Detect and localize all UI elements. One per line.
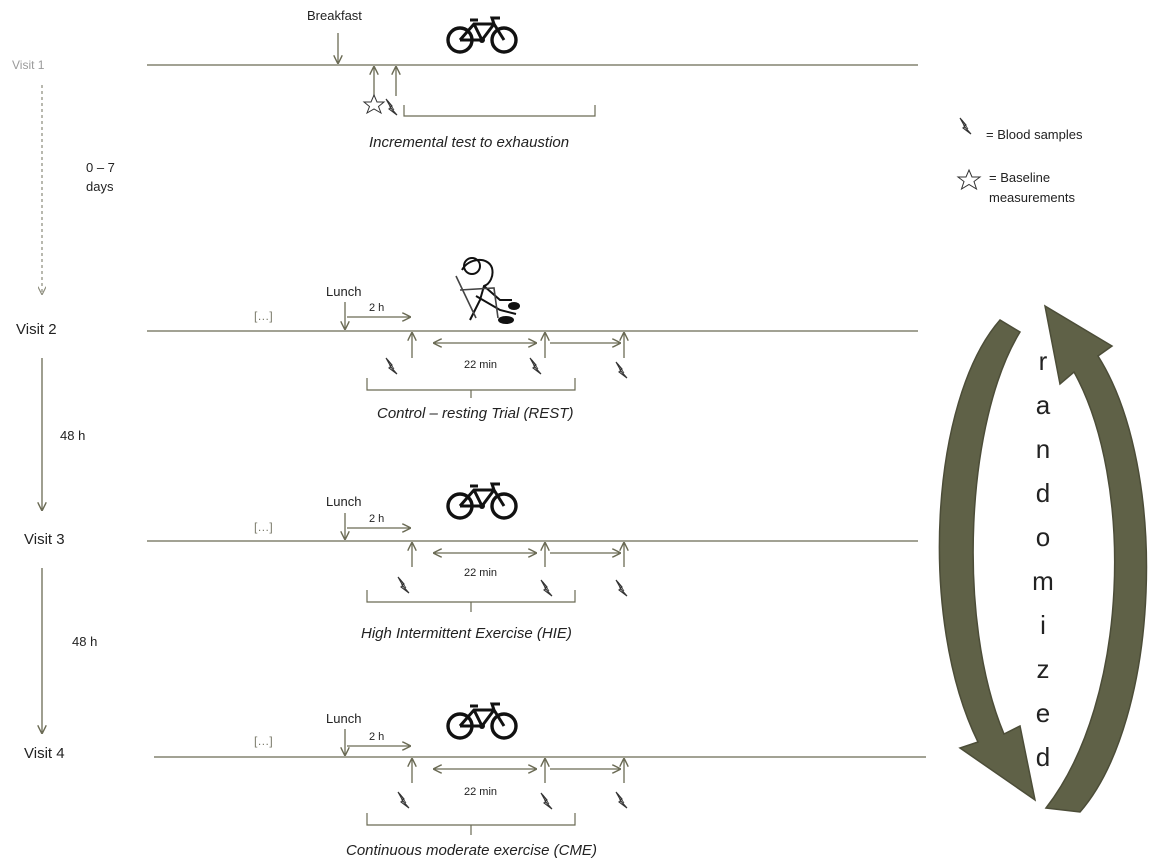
randomized-letter: i xyxy=(1040,610,1046,640)
two-hour-label-visit-2: 2 h xyxy=(369,302,385,314)
visit-1-label: Visit 1 xyxy=(12,58,45,72)
randomized-letter: o xyxy=(1035,522,1051,552)
bicycle-icon xyxy=(446,482,518,520)
bicycle-icon xyxy=(446,702,518,740)
resting-person-icon xyxy=(455,257,520,324)
lightning-icon xyxy=(540,792,553,810)
interval-2-label: 48 h xyxy=(60,428,86,443)
lightning-icon xyxy=(959,117,972,135)
ellipsis-visit-4: […] xyxy=(254,734,273,748)
lightning-icon xyxy=(615,361,628,379)
lunch-label-visit-2: Lunch xyxy=(326,284,362,299)
lightning-icon xyxy=(385,98,398,116)
visit-2-label: Visit 2 xyxy=(16,321,57,338)
lightning-icon xyxy=(615,791,628,809)
twentytwo-min-label-visit-3: 22 min xyxy=(464,567,498,579)
interval-3-label: 48 h xyxy=(72,634,98,649)
lightning-icon xyxy=(529,357,542,375)
lunch-label-visit-3: Lunch xyxy=(326,494,362,509)
legend-baseline-line-2: measurements xyxy=(989,190,1075,205)
randomized-letter: n xyxy=(1035,434,1051,464)
breakfast-label: Breakfast xyxy=(307,8,362,23)
randomized-letter: d xyxy=(1035,742,1051,772)
lightning-icon xyxy=(385,357,398,375)
two-hour-label-visit-3: 2 h xyxy=(369,513,385,525)
lunch-label-visit-4: Lunch xyxy=(326,711,362,726)
twentytwo-min-label-visit-2: 22 min xyxy=(464,359,498,371)
caption-visit-4: Continuous moderate exercise (CME) xyxy=(346,842,597,859)
bracket-visit-3 xyxy=(366,590,576,612)
star-icon xyxy=(362,93,386,115)
randomized-letter: a xyxy=(1035,390,1051,420)
twentytwo-min-label-visit-4: 22 min xyxy=(464,786,498,798)
visit-3-label: Visit 3 xyxy=(24,531,65,548)
bracket-visit-4 xyxy=(366,813,576,835)
caption-visit-1: Incremental test to exhaustion xyxy=(369,134,570,151)
two-hour-label-visit-4: 2 h xyxy=(369,731,385,743)
randomized-letter: r xyxy=(1038,346,1048,376)
randomized-letter: e xyxy=(1035,698,1051,728)
randomized-letter: z xyxy=(1036,654,1050,684)
lightning-icon xyxy=(540,579,553,597)
randomized-letter: m xyxy=(1032,566,1054,596)
randomized-letter: d xyxy=(1035,478,1051,508)
bicycle-icon xyxy=(446,16,518,54)
interval-1-line-2: days xyxy=(86,179,114,194)
bracket-visit-2 xyxy=(366,378,576,398)
legend-baseline-line-1: = Baseline xyxy=(989,170,1051,185)
ellipsis-visit-3: […] xyxy=(254,520,273,534)
bracket-visit-1 xyxy=(403,105,596,117)
visit-4-label: Visit 4 xyxy=(24,745,65,762)
lightning-icon xyxy=(615,579,628,597)
randomized-cycle-arrows xyxy=(938,304,1148,813)
lightning-icon xyxy=(397,791,410,809)
legend-blood-samples: = Blood samples xyxy=(986,127,1083,142)
caption-visit-3: High Intermittent Exercise (HIE) xyxy=(361,625,572,642)
interval-1-line-1: 0 – 7 xyxy=(86,160,115,175)
caption-visit-2: Control – resting Trial (REST) xyxy=(377,405,574,422)
star-icon xyxy=(956,168,982,191)
lightning-icon xyxy=(397,576,410,594)
ellipsis-visit-2: […] xyxy=(254,309,273,323)
